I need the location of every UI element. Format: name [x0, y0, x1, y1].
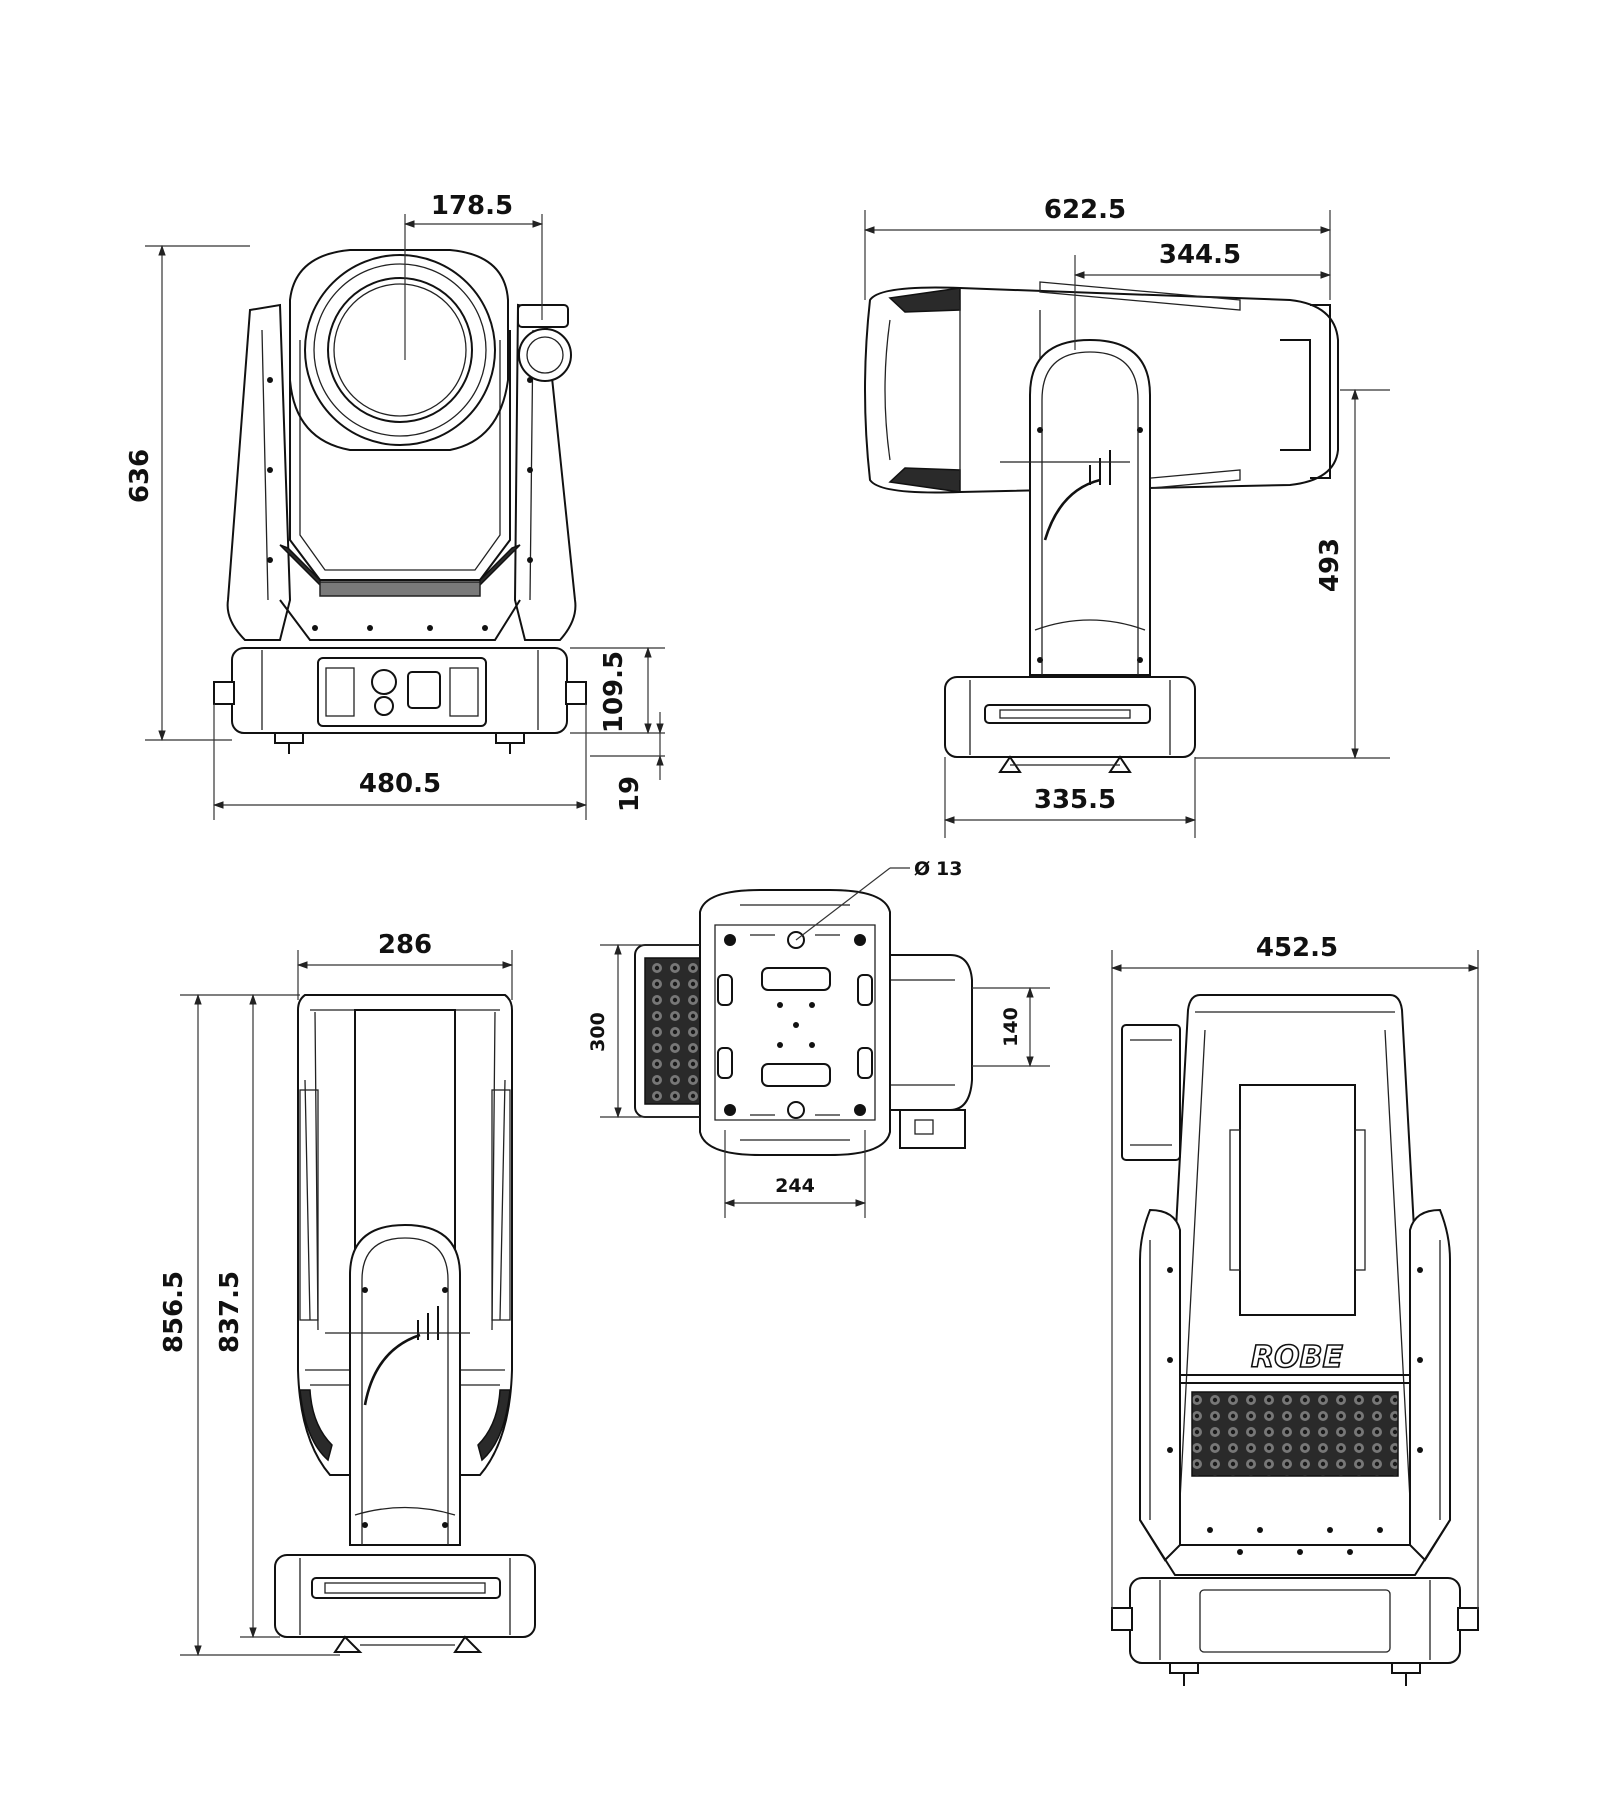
top-view-dimensions: 286 856.5 837.5: [159, 930, 514, 1657]
dim-front-foot-height: 19: [615, 776, 645, 812]
dim-side-base-width: 335.5: [1034, 785, 1116, 815]
side-view: [864, 281, 1339, 773]
top-view: [274, 994, 536, 1653]
rear-view-dimensions: 452.5: [1110, 933, 1480, 1610]
dim-top-total-length: 856.5: [159, 1271, 189, 1353]
dim-top-length: 837.5: [215, 1271, 245, 1353]
dim-front-lens-offset: 178.5: [431, 191, 513, 221]
dim-side-length: 622.5: [1044, 195, 1126, 225]
side-view-dimensions: 622.5 344.5 493 335.5: [863, 195, 1390, 838]
bottom-view-dimensions: Ø 13 300 140 244: [587, 858, 1050, 1218]
brand-logo: ROBE: [1251, 1340, 1343, 1375]
dim-bottom-hole-diameter-symbol: Ø: [914, 858, 930, 880]
dim-front-width: 480.5: [359, 769, 441, 799]
dim-side-axis-length: 344.5: [1159, 240, 1241, 270]
dim-front-base-height: 109.5: [599, 651, 629, 733]
dim-bottom-hole-diameter: 13: [936, 858, 962, 880]
dim-bottom-mount-width: 244: [775, 1175, 815, 1197]
dim-top-width: 286: [378, 930, 432, 960]
dim-rear-width: 452.5: [1256, 933, 1338, 963]
dim-side-axis-height: 493: [1315, 538, 1345, 592]
dim-bottom-height: 300: [587, 1012, 609, 1052]
front-view-dimensions: 178.5 636 109.5 19 480.5: [125, 191, 665, 820]
dim-front-height: 636: [125, 449, 155, 503]
bottom-view: [634, 867, 973, 1156]
rear-view: ROBE: [1111, 994, 1479, 1686]
front-view: [213, 214, 587, 754]
dim-bottom-mount-spacing: 140: [1000, 1007, 1022, 1047]
